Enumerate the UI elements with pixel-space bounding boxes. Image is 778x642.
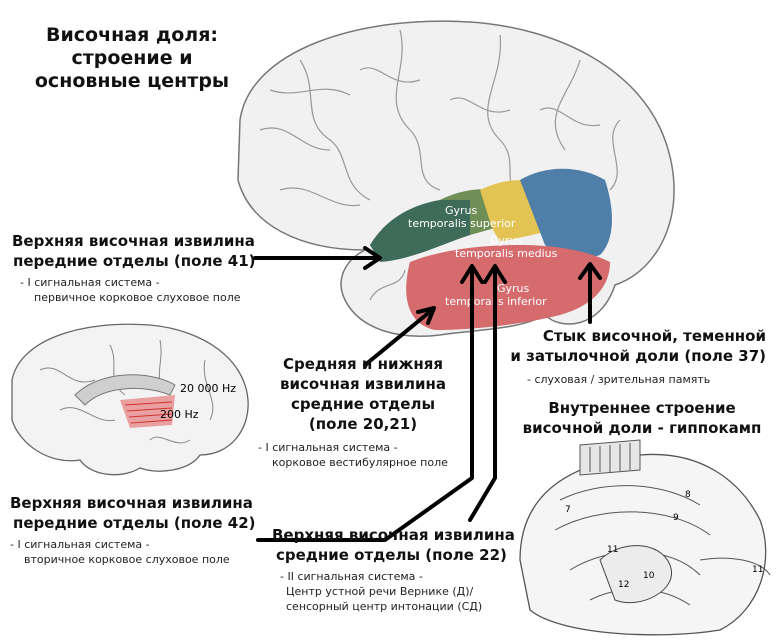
gyrus-inferior-red xyxy=(406,245,610,330)
hippo-label-10: 10 xyxy=(643,571,655,581)
hippo-label-9: 9 xyxy=(673,513,679,523)
field41-block: Верхняя височная извилина передние отдел… xyxy=(12,231,256,305)
hippo-label-8: 8 xyxy=(685,490,691,500)
gyrus-superior-mid xyxy=(440,189,495,235)
hippo-label-7: 7 xyxy=(565,505,571,515)
field22-note-3: сенсорный центр интонации (СД) xyxy=(286,600,483,613)
field2021-heading-4: (поле 20,21) xyxy=(308,415,418,433)
gyrus-superior-label: Gyrus temporalis superior xyxy=(408,204,516,230)
hippo-label-11: 11 xyxy=(607,545,618,555)
field2021-heading-2: височная извилина xyxy=(279,375,447,393)
gyrus-medius-label: Gyrus temporalis medius xyxy=(455,234,558,260)
hippo-heading-2: височной доли - гиппокамп xyxy=(522,419,762,437)
field42-block: Верхняя височная извилина передние отдел… xyxy=(10,493,256,567)
field22-block: Верхняя височная извилина средние отделы… xyxy=(272,525,515,614)
field22-note-2: Центр устной речи Вернике (Д)/ xyxy=(286,585,474,598)
auditory-cortex-inset: 20 000 Hz 200 Hz xyxy=(11,323,249,476)
field2021-heading-1: Средняя и нижняя xyxy=(282,355,444,373)
field2021-note-1: - I сигнальная система - xyxy=(258,441,398,454)
field22-note-1: - II сигнальная система - xyxy=(280,570,423,583)
title-line-2: строение и xyxy=(71,47,193,69)
field41-heading-1: Верхняя височная извилина xyxy=(12,232,255,250)
arrow-field41-head xyxy=(363,246,382,270)
field2021-block: Средняя и нижняя височная извилина средн… xyxy=(268,354,458,434)
field22-heading-1: Верхняя височная извилина xyxy=(272,526,515,544)
field37-heading-1: Стык височной, теменной xyxy=(542,327,766,345)
field41-heading-2: передние отделы (поле 41) xyxy=(13,252,256,270)
field42-note-2: вторичное корковое слуховое поле xyxy=(24,553,230,566)
gyrus-superior-anterior xyxy=(370,200,470,262)
freq-low-label: 200 Hz xyxy=(160,408,199,421)
brain-illustration: Gyrus temporalis superior Gyrus temporal… xyxy=(237,20,675,337)
arrow-field22-head xyxy=(483,264,507,284)
field41-note-1: - I сигнальная система - xyxy=(20,276,160,289)
hippocampus-illustration: 7 8 9 10 11 12 11 xyxy=(519,439,771,636)
field37-heading-2: и затылочной доли (поле 37) xyxy=(510,347,766,365)
hippo-label-12: 12 xyxy=(618,580,629,590)
arrow-field37-head xyxy=(578,262,602,280)
freq-high-label: 20 000 Hz xyxy=(180,382,236,395)
title-line-3: основные центры xyxy=(34,70,230,92)
arrow-field22 xyxy=(468,266,497,522)
arrow-field42 xyxy=(256,266,474,542)
field42-note-1: - I сигнальная система - xyxy=(10,538,150,551)
arrow-field2021-head xyxy=(416,306,436,325)
hippo-heading-1: Внутреннее строение xyxy=(548,399,736,417)
field2021-heading-3: средние отделы xyxy=(290,395,436,413)
field37-block: Стык височной, теменной и затылочной дол… xyxy=(504,326,766,366)
field2021-note-2: корковое вестибулярное поле xyxy=(272,456,448,469)
pointer-arrows xyxy=(253,246,602,542)
hippo-label-11b: 11 xyxy=(752,565,763,575)
field41-note-2: первичное корковое слуховое поле xyxy=(34,291,241,304)
title-line-1: Височная доля: xyxy=(45,24,219,46)
field42-heading-2: передние отделы (поле 42) xyxy=(13,514,256,532)
gyrus-occipital-blue xyxy=(520,168,612,259)
page-title: Височная доля: строение и основные центр… xyxy=(32,24,232,93)
arrow-field2021 xyxy=(363,308,434,367)
hippo-block: Внутреннее строение височной доли - гипп… xyxy=(520,398,764,438)
field2021-notes: - I сигнальная система - корковое вестиб… xyxy=(258,440,448,470)
field37-note-1: - слуховая / зрительная память xyxy=(527,373,711,386)
field22-heading-2: средние отделы (поле 22) xyxy=(276,546,507,564)
arrow-field42-head xyxy=(460,264,484,284)
field42-heading-1: Верхняя височная извилина xyxy=(10,494,253,512)
